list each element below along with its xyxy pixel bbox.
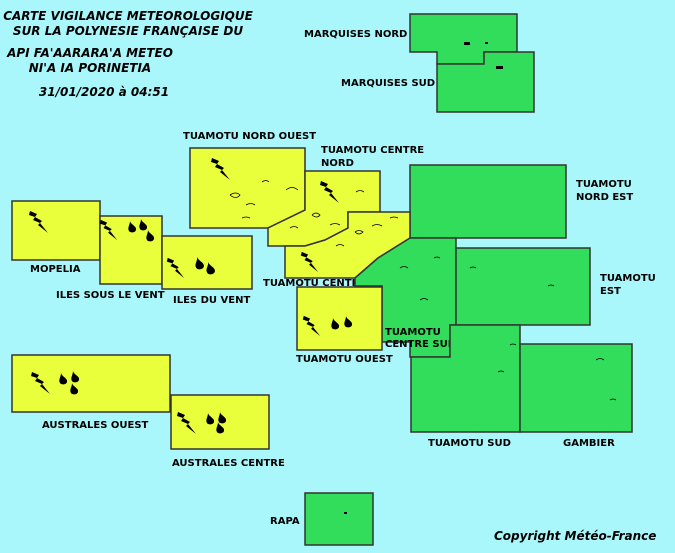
zone-mopelia[interactable] [11,200,101,261]
zone-tuamotu-sud[interactable] [410,324,521,433]
zone-australes-ouest[interactable] [11,354,171,413]
zone-gambier[interactable] [519,343,633,433]
zone-iles-sous-le-vent[interactable] [99,215,163,285]
label-tuamotu-nord-est-2: NORD EST [576,192,633,203]
label-australes-centre: AUSTRALES CENTRE [172,458,285,469]
copyright-notice: Copyright Météo-France [494,529,656,543]
zone-tuamotu-est[interactable] [455,247,591,326]
title-line-3: API FA'AARARA'A METEO [6,46,173,60]
label-tuamotu-centre-nord-1: TUAMOTU CENTRE [321,145,424,156]
zone-tuamotu-centre[interactable] [284,211,411,279]
zone-marquises-sud[interactable] [436,51,535,113]
label-tuamotu-ouest: TUAMOTU OUEST [296,354,393,365]
zone-iles-du-vent[interactable] [161,235,253,290]
zone-tuamotu-nord-est[interactable] [409,164,567,239]
label-rapa: RAPA [270,516,300,527]
title-line-4: NI'A IA PORINETIA [29,61,151,75]
label-iles-du-vent: ILES DU VENT [173,295,250,306]
label-marquises-sud: MARQUISES SUD [341,78,435,89]
label-tuamotu-centre-nord-2: NORD [321,158,354,169]
label-australes-ouest: AUSTRALES OUEST [42,420,149,431]
zone-tuamotu-nord-ouest[interactable] [189,147,306,229]
label-mopelia: MOPELIA [30,264,81,275]
label-tuamotu-sud: TUAMOTU SUD [428,438,511,449]
label-tuamotu-est-1: TUAMOTU [600,273,656,284]
title-line-1: CARTE VIGILANCE METEOROLOGIQUE [3,9,253,23]
label-marquises-nord: MARQUISES NORD [304,29,407,40]
label-gambier: GAMBIER [563,438,615,449]
report-datetime: 31/01/2020 à 04:51 [39,85,169,99]
zone-australes-centre[interactable] [170,394,270,450]
label-iles-sous-le-vent: ILES SOUS LE VENT [56,290,165,301]
label-tuamotu-nord-est-1: TUAMOTU [576,179,632,190]
title-line-2: SUR LA POLYNESIE FRANÇAISE DU [13,24,243,38]
label-tuamotu-centre-sud-2: CENTRE SUD [385,339,456,350]
label-tuamotu-nord-ouest: TUAMOTU NORD OUEST [183,131,316,142]
label-tuamotu-centre-sud-1: TUAMOTU [385,327,441,338]
label-tuamotu-centre: TUAMOTU CENTRE [263,278,366,289]
zone-rapa[interactable] [304,492,374,546]
label-tuamotu-est-2: EST [600,286,621,297]
zone-tuamotu-ouest[interactable] [296,286,383,351]
